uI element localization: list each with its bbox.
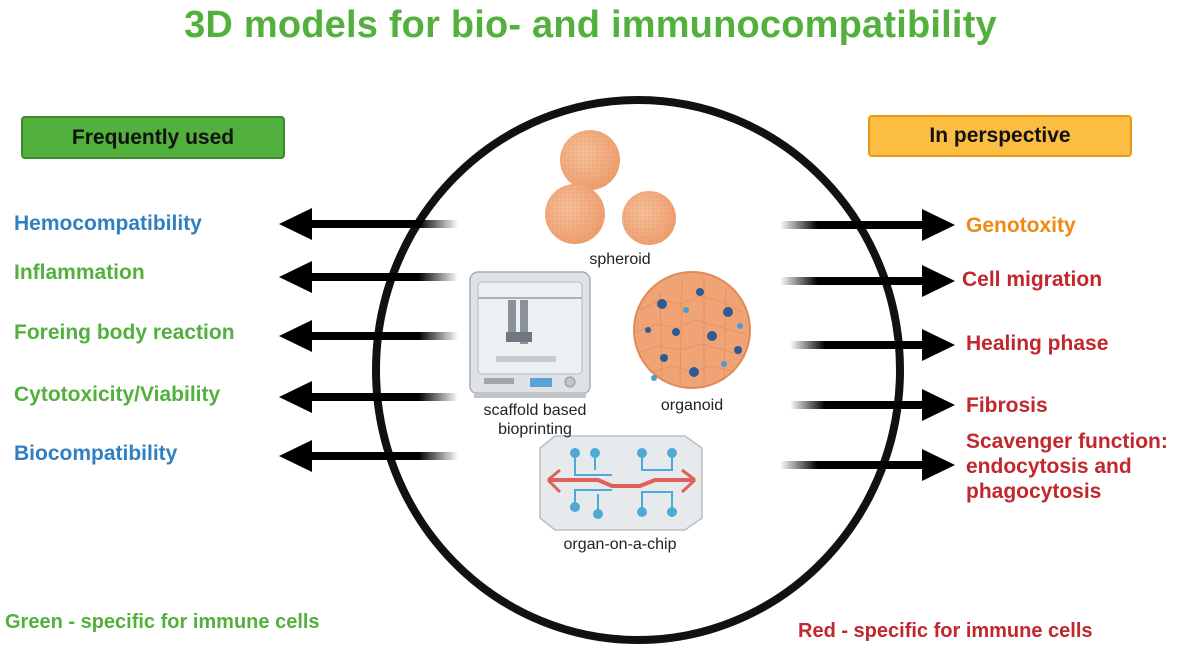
footer-green-legend: Green - specific for immune cells — [5, 611, 320, 633]
organ-on-chip-icon — [539, 435, 703, 531]
arrow-left-5 — [279, 440, 458, 472]
arrow-right-1 — [780, 209, 955, 241]
arrow-right-4 — [790, 389, 955, 421]
scavenger-line-1: Scavenger function: — [966, 430, 1168, 453]
in-perspective-header: In perspective — [868, 115, 1132, 157]
right-item-fibrosis: Fibrosis — [966, 394, 1048, 417]
footer-red-legend: Red - specific for immune cells — [798, 620, 1093, 642]
organoid-label: organoid — [660, 397, 724, 414]
scavenger-line-2: endocytosis and — [966, 455, 1132, 478]
frequently-used-label: Frequently used — [71, 125, 235, 149]
right-item-healing-phase: Healing phase — [966, 332, 1109, 355]
organ-on-chip-label: organ-on-a-chip — [563, 536, 677, 553]
right-arrows — [780, 209, 955, 481]
left-item-cytotoxicity: Cytotoxicity/Viability — [14, 383, 221, 406]
bioprinter-icon — [469, 271, 591, 398]
main-circle — [372, 96, 904, 644]
left-item-biocompatibility: Biocompatibility — [14, 442, 178, 465]
right-item-scavenger-function: Scavenger function: endocytosis and phag… — [966, 429, 1168, 504]
spheroid-label: spheroid — [589, 251, 651, 268]
left-item-hemocompatibility: Hemocompatibility — [14, 212, 202, 235]
arrow-right-2 — [780, 265, 955, 297]
right-item-genotoxity: Genotoxity — [966, 214, 1076, 237]
left-arrows — [279, 208, 458, 472]
organoid-icon — [633, 271, 751, 389]
page-title: 3D models for bio- and immunocompatibili… — [184, 4, 997, 46]
left-item-inflammation: Inflammation — [14, 261, 145, 284]
arrow-left-2 — [279, 261, 458, 293]
scaffold-label-line-1: scaffold based — [483, 402, 587, 419]
arrow-left-1 — [279, 208, 458, 240]
arrow-right-5 — [780, 449, 955, 481]
arrow-right-3 — [790, 329, 955, 361]
scavenger-line-3: phagocytosis — [966, 480, 1102, 503]
in-perspective-label: In perspective — [929, 124, 1071, 147]
arrow-left-3 — [279, 320, 458, 352]
scaffold-label-line-2: bioprinting — [498, 421, 572, 438]
scaffold-label: scaffold based bioprinting — [460, 401, 610, 439]
frequently-used-header: Frequently used — [21, 116, 285, 159]
left-item-foreign-body-reaction: Foreing body reaction — [14, 321, 235, 344]
arrow-left-4 — [279, 381, 458, 413]
right-item-cell-migration: Cell migration — [962, 268, 1103, 291]
spheroid-icon — [545, 130, 676, 245]
